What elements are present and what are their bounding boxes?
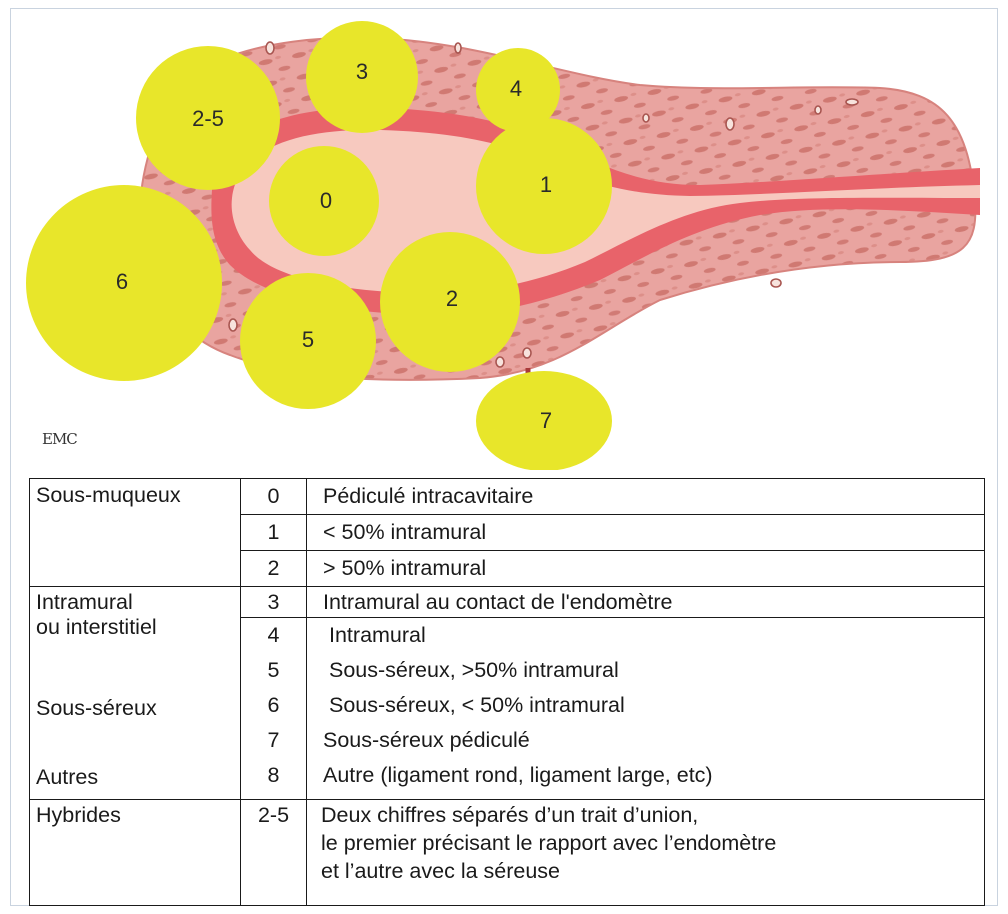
description-0: Pédiculé intracavitaire <box>307 479 984 515</box>
category-label: Sous-muqueux <box>36 483 181 508</box>
fibroid-2-5: 2-5 <box>136 46 280 190</box>
category-label: Hybrides <box>36 803 121 828</box>
description-2: > 50% intramural <box>307 551 984 586</box>
description-4: Intramural <box>307 618 984 653</box>
description-6: Sous-séreux, < 50% intramural <box>307 688 984 723</box>
svg-text:6: 6 <box>116 269 128 294</box>
description-8: Autre (ligament rond, ligament large, et… <box>307 758 984 793</box>
code-cell: 2-5 <box>241 800 307 906</box>
category-cell: Sous-muqueux <box>30 479 241 587</box>
description-line: et l’autre avec la séreuse <box>307 856 984 884</box>
category-label: Intramural <box>36 590 133 615</box>
description-cell: Intramural au contact de l'endomètre Int… <box>307 587 985 800</box>
description-line: Deux chiffres séparés d’un trait d’union… <box>307 800 984 828</box>
fibroid-3: 3 <box>306 21 418 133</box>
fibroid-7: 7 <box>476 371 612 470</box>
svg-text:2: 2 <box>446 286 458 311</box>
svg-text:0: 0 <box>320 188 332 213</box>
code-5: 5 <box>241 653 306 688</box>
fibroid-2: 2 <box>380 232 520 372</box>
code-2-5: 2-5 <box>241 800 306 830</box>
description-cell: Deux chiffres séparés d’un trait d’union… <box>307 800 985 906</box>
figo-classification-table: Sous-muqueux 0 1 2 Pédiculé intracavitai… <box>29 478 985 906</box>
svg-text:7: 7 <box>540 408 552 433</box>
table-group-sous-muqueux: Sous-muqueux 0 1 2 Pédiculé intracavitai… <box>30 479 985 587</box>
category-label: Autres <box>36 765 98 790</box>
code-3: 3 <box>241 587 306 618</box>
description-1: < 50% intramural <box>307 515 984 551</box>
category-cell: Intramural ou interstitiel Sous-séreux A… <box>30 587 241 800</box>
table-group-hybrides: Hybrides 2-5 Deux chiffres séparés d’un … <box>30 800 985 906</box>
code-7: 7 <box>241 723 306 758</box>
code-1: 1 <box>241 515 306 551</box>
code-cell: 0 1 2 <box>241 479 307 587</box>
category-cell: Hybrides <box>30 800 241 906</box>
table-group-intramural: Intramural ou interstitiel Sous-séreux A… <box>30 587 985 800</box>
emc-logo: EMC <box>42 430 77 448</box>
uterus-fibroid-diagram: 2-5 3 4 0 1 6 2 5 7 <box>0 0 1008 470</box>
svg-text:2-5: 2-5 <box>192 106 224 131</box>
code-2: 2 <box>241 551 306 586</box>
code-8: 8 <box>241 758 306 793</box>
code-0: 0 <box>241 479 306 515</box>
fibroid-0: 0 <box>269 146 379 256</box>
fibroid-5: 5 <box>240 273 376 409</box>
category-label: ou interstitiel <box>36 615 157 640</box>
description-5: Sous-séreux, >50% intramural <box>307 653 984 688</box>
svg-text:3: 3 <box>356 59 368 84</box>
description-line: le premier précisant le rapport avec l’e… <box>307 828 984 856</box>
svg-text:1: 1 <box>540 172 552 197</box>
category-label: Sous-séreux <box>36 696 157 721</box>
fibroid-6: 6 <box>26 185 222 381</box>
svg-text:4: 4 <box>510 76 522 101</box>
svg-text:5: 5 <box>302 327 314 352</box>
code-cell: 3 4 5 6 7 8 <box>241 587 307 800</box>
description-cell: Pédiculé intracavitaire < 50% intramural… <box>307 479 985 587</box>
code-4: 4 <box>241 618 306 653</box>
code-6: 6 <box>241 688 306 723</box>
description-3: Intramural au contact de l'endomètre <box>307 587 984 618</box>
description-7: Sous-séreux pédiculé <box>307 723 984 758</box>
fibroid-1: 1 <box>476 118 612 254</box>
